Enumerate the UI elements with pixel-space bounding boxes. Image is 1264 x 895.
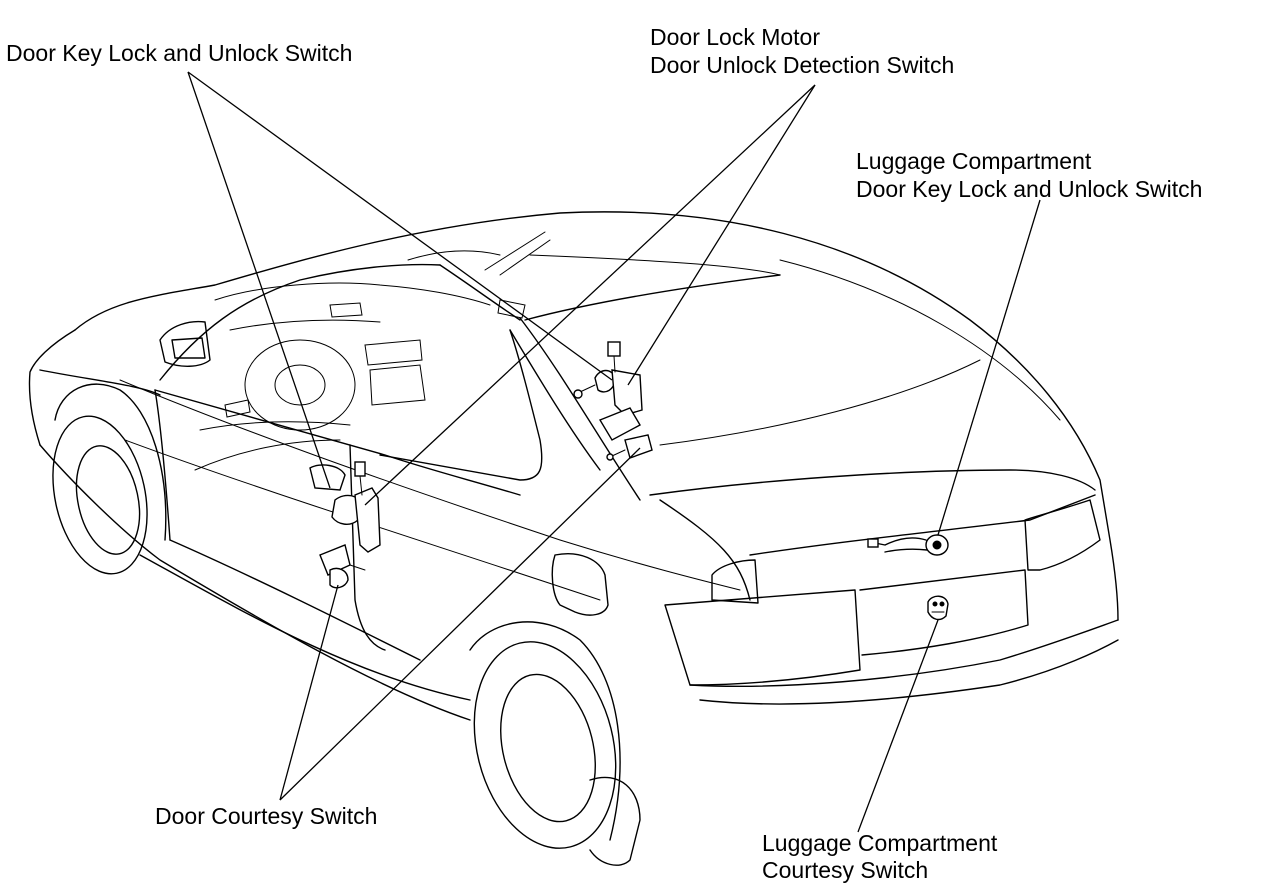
label-luggage-key-switch-line1: Luggage Compartment: [856, 148, 1092, 174]
label-door-lock-motor: Door Lock Motor: [650, 24, 821, 50]
luggage-courtesy-switch-part: [927, 595, 949, 621]
label-luggage-courtesy-line2: Courtesy Switch: [762, 857, 929, 883]
label-luggage-courtesy-line1: Luggage Compartment: [762, 830, 998, 856]
car-body: [28, 211, 1119, 866]
car-interior: [194, 231, 781, 471]
door-lock-assembly-part: [309, 461, 381, 589]
label-luggage-key-switch-line2: Door Key Lock and Unlock Switch: [856, 176, 1203, 202]
luggage-key-switch-part: [867, 534, 949, 556]
label-door-unlock-detection: Door Unlock Detection Switch: [650, 52, 955, 78]
label-door-key-switch: Door Key Lock and Unlock Switch: [6, 40, 353, 66]
door-lock-motor-part: [573, 341, 653, 461]
label-door-courtesy-switch: Door Courtesy Switch: [155, 803, 378, 829]
leader-lines: [187, 71, 1041, 833]
